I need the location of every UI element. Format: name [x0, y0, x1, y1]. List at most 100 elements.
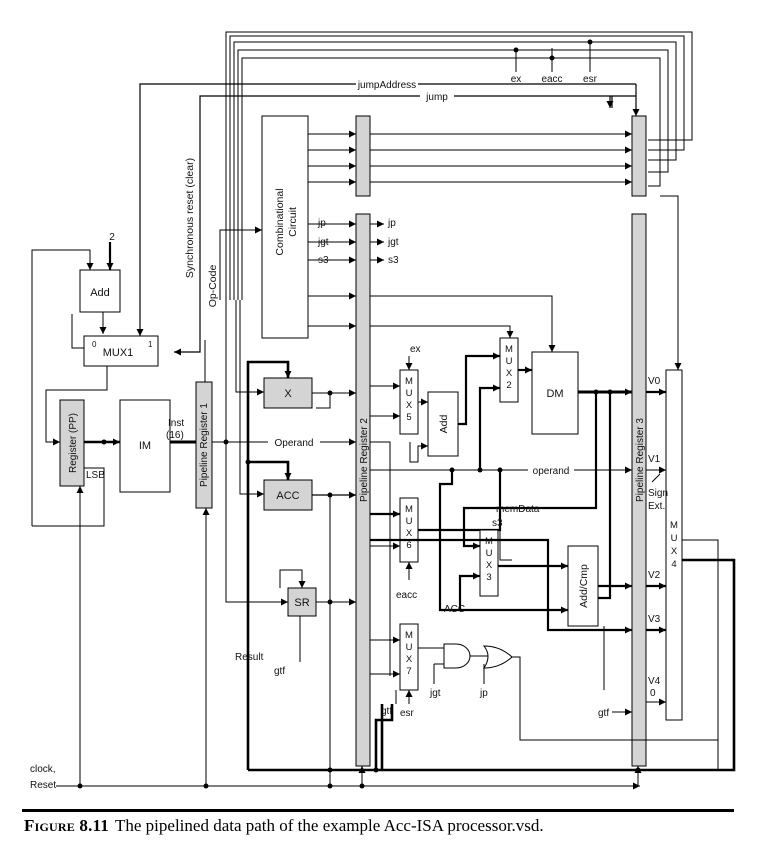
- mux1-input0: 0: [92, 340, 97, 349]
- datapath-diagram: ex eacc esr jumpAddress jump 2 Add MUX1 …: [30, 31, 736, 791]
- jp-in-label: jp: [317, 218, 326, 229]
- v2-label: V2: [648, 570, 661, 581]
- mux3-l2: U: [486, 548, 493, 559]
- addcmp-label: Add/Cmp: [578, 564, 590, 608]
- mux3-box: [479, 529, 499, 597]
- mux4-l2: U: [671, 533, 678, 544]
- eacc-mux6-label: eacc: [396, 590, 417, 601]
- pipeline-register-3-control: [631, 115, 647, 197]
- caption-text: The pipelined data path of the example A…: [115, 816, 544, 835]
- v1-label: V1: [648, 454, 661, 465]
- mux5-l1: M: [405, 376, 413, 387]
- circuit-label: Circuit: [287, 207, 299, 237]
- v3-label: V3: [648, 614, 661, 625]
- gtf-sr-label: gtf: [274, 666, 285, 677]
- opcode-label: Op-Code: [207, 265, 219, 308]
- mux1-input1: 1: [148, 340, 153, 349]
- acc-register-box: [263, 479, 313, 511]
- jgt-in-label: jgt: [317, 237, 329, 248]
- mux1-box: [83, 335, 159, 367]
- ex-top-label: ex: [511, 74, 522, 85]
- ex-mux5-label: ex: [410, 344, 421, 355]
- mux3-l1: M: [485, 536, 493, 547]
- mux5-l2: U: [406, 388, 413, 399]
- pc-register-label: Register (PP): [68, 413, 79, 473]
- addcmp-box: [567, 545, 599, 627]
- add-pc-box: [79, 269, 121, 313]
- lsb-label: LSB: [86, 470, 105, 481]
- mux4-box: [665, 369, 683, 721]
- mux6-l1: M: [405, 504, 413, 515]
- figure-caption: Figure 8.11 The pipelined data path of th…: [24, 816, 744, 836]
- sign-label: Sign: [648, 488, 668, 499]
- acc-register-label: ACC: [276, 490, 299, 502]
- mux3-l3: X: [486, 560, 493, 571]
- and-gate: [443, 643, 471, 669]
- mux7-l3: X: [406, 654, 413, 665]
- jp-gate-label: jp: [479, 688, 488, 699]
- esr-top-label: esr: [583, 74, 598, 85]
- pipeline-register-2-label: Pipeline Register 2: [359, 418, 370, 502]
- jgt-gate-label: jgt: [429, 688, 441, 699]
- comb-outputs: [308, 130, 632, 352]
- v4-zero-label: 0: [650, 688, 656, 699]
- mux5-l4: 5: [406, 412, 411, 423]
- reset-label: Reset: [30, 780, 56, 791]
- mux567-wires: [370, 356, 413, 770]
- mux3-l4: 3: [486, 572, 491, 583]
- dm-label: DM: [546, 388, 563, 400]
- mux4-inputs: [609, 96, 719, 770]
- bottom-buses: [56, 500, 736, 790]
- caption-rule: [22, 809, 734, 812]
- operand2-label: operand: [533, 466, 570, 477]
- result-label: Result: [235, 652, 264, 663]
- add-increment-label: 2: [109, 232, 115, 243]
- inst-width-label: (16): [166, 430, 184, 441]
- v4-label: V4: [648, 676, 661, 687]
- ext-label: Ext.: [648, 501, 665, 512]
- mux1-label: MUX1: [103, 347, 134, 359]
- pipeline-register-1-label: Pipeline Register 1: [199, 403, 210, 487]
- mux5-l3: X: [406, 400, 413, 411]
- mux7-l2: U: [406, 642, 413, 653]
- x-register-box: [263, 377, 313, 409]
- mux2-l2: U: [506, 356, 513, 367]
- jump-address-label: jumpAddress: [357, 80, 416, 91]
- or-gate: [482, 645, 513, 669]
- mux6-l4: 6: [406, 540, 411, 551]
- sync-reset-label: Synchronous reset (clear): [184, 158, 196, 278]
- mux2-l1: M: [505, 344, 513, 355]
- gtf-mux7-label: gtf: [381, 706, 392, 717]
- pipeline-register-2-control: [355, 115, 371, 197]
- add-offset-box: [427, 391, 459, 457]
- sr-register-box: [287, 587, 317, 617]
- sr-register-label: SR: [294, 597, 309, 609]
- s3-mux3-label: s3: [492, 518, 503, 529]
- add-pc-label: Add: [90, 287, 110, 299]
- esr-mux7-label: esr: [400, 708, 415, 719]
- pc-register-box: [59, 399, 85, 487]
- add-offset-label: Add: [438, 415, 450, 434]
- s3-in-label: s3: [318, 255, 329, 266]
- mux2-l3: X: [506, 368, 513, 379]
- combinational-circuit-box: [261, 115, 309, 339]
- mux4-l1: M: [670, 520, 678, 531]
- x-register-label: X: [284, 388, 292, 400]
- jump-label: jump: [425, 92, 448, 103]
- im-box: [119, 399, 171, 493]
- clock-label: clock,: [30, 764, 56, 775]
- s3-out-label: s3: [388, 255, 399, 266]
- mux4-l4: 4: [671, 559, 676, 570]
- inst-label: Inst: [168, 418, 184, 429]
- mux6-l2: U: [406, 516, 413, 527]
- v0-label: V0: [648, 376, 661, 387]
- mux7-l4: 7: [406, 666, 411, 677]
- memdata-label: memData: [496, 504, 540, 515]
- caption-lead: Figure 8.11: [24, 816, 109, 835]
- mux4-l3: X: [671, 546, 678, 557]
- gtf-pipe3-label: gtf: [598, 708, 609, 719]
- im-label: IM: [139, 440, 151, 452]
- jp-out-label: jp: [387, 218, 396, 229]
- mux7-l1: M: [405, 630, 413, 641]
- eacc-top-label: eacc: [541, 74, 562, 85]
